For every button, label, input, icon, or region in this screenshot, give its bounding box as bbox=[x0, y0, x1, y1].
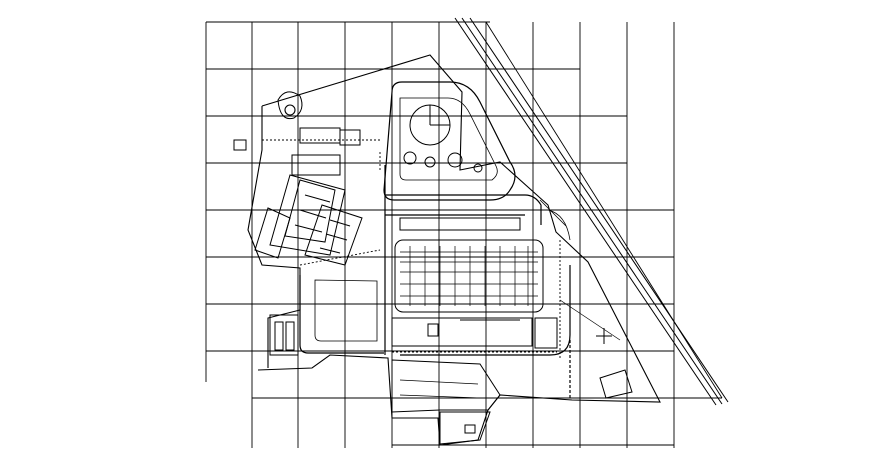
internal-roads bbox=[299, 81, 571, 400]
railway-tracks bbox=[454, 17, 729, 406]
circular-plaza bbox=[403, 104, 483, 173]
lower-annex bbox=[391, 299, 633, 445]
reference-grid bbox=[205, 21, 723, 448]
parking-lot bbox=[391, 217, 558, 349]
site-boundary bbox=[247, 54, 661, 446]
angled-buildings bbox=[254, 127, 363, 266]
left-structure bbox=[233, 139, 299, 356]
fence-lines bbox=[262, 139, 561, 360]
